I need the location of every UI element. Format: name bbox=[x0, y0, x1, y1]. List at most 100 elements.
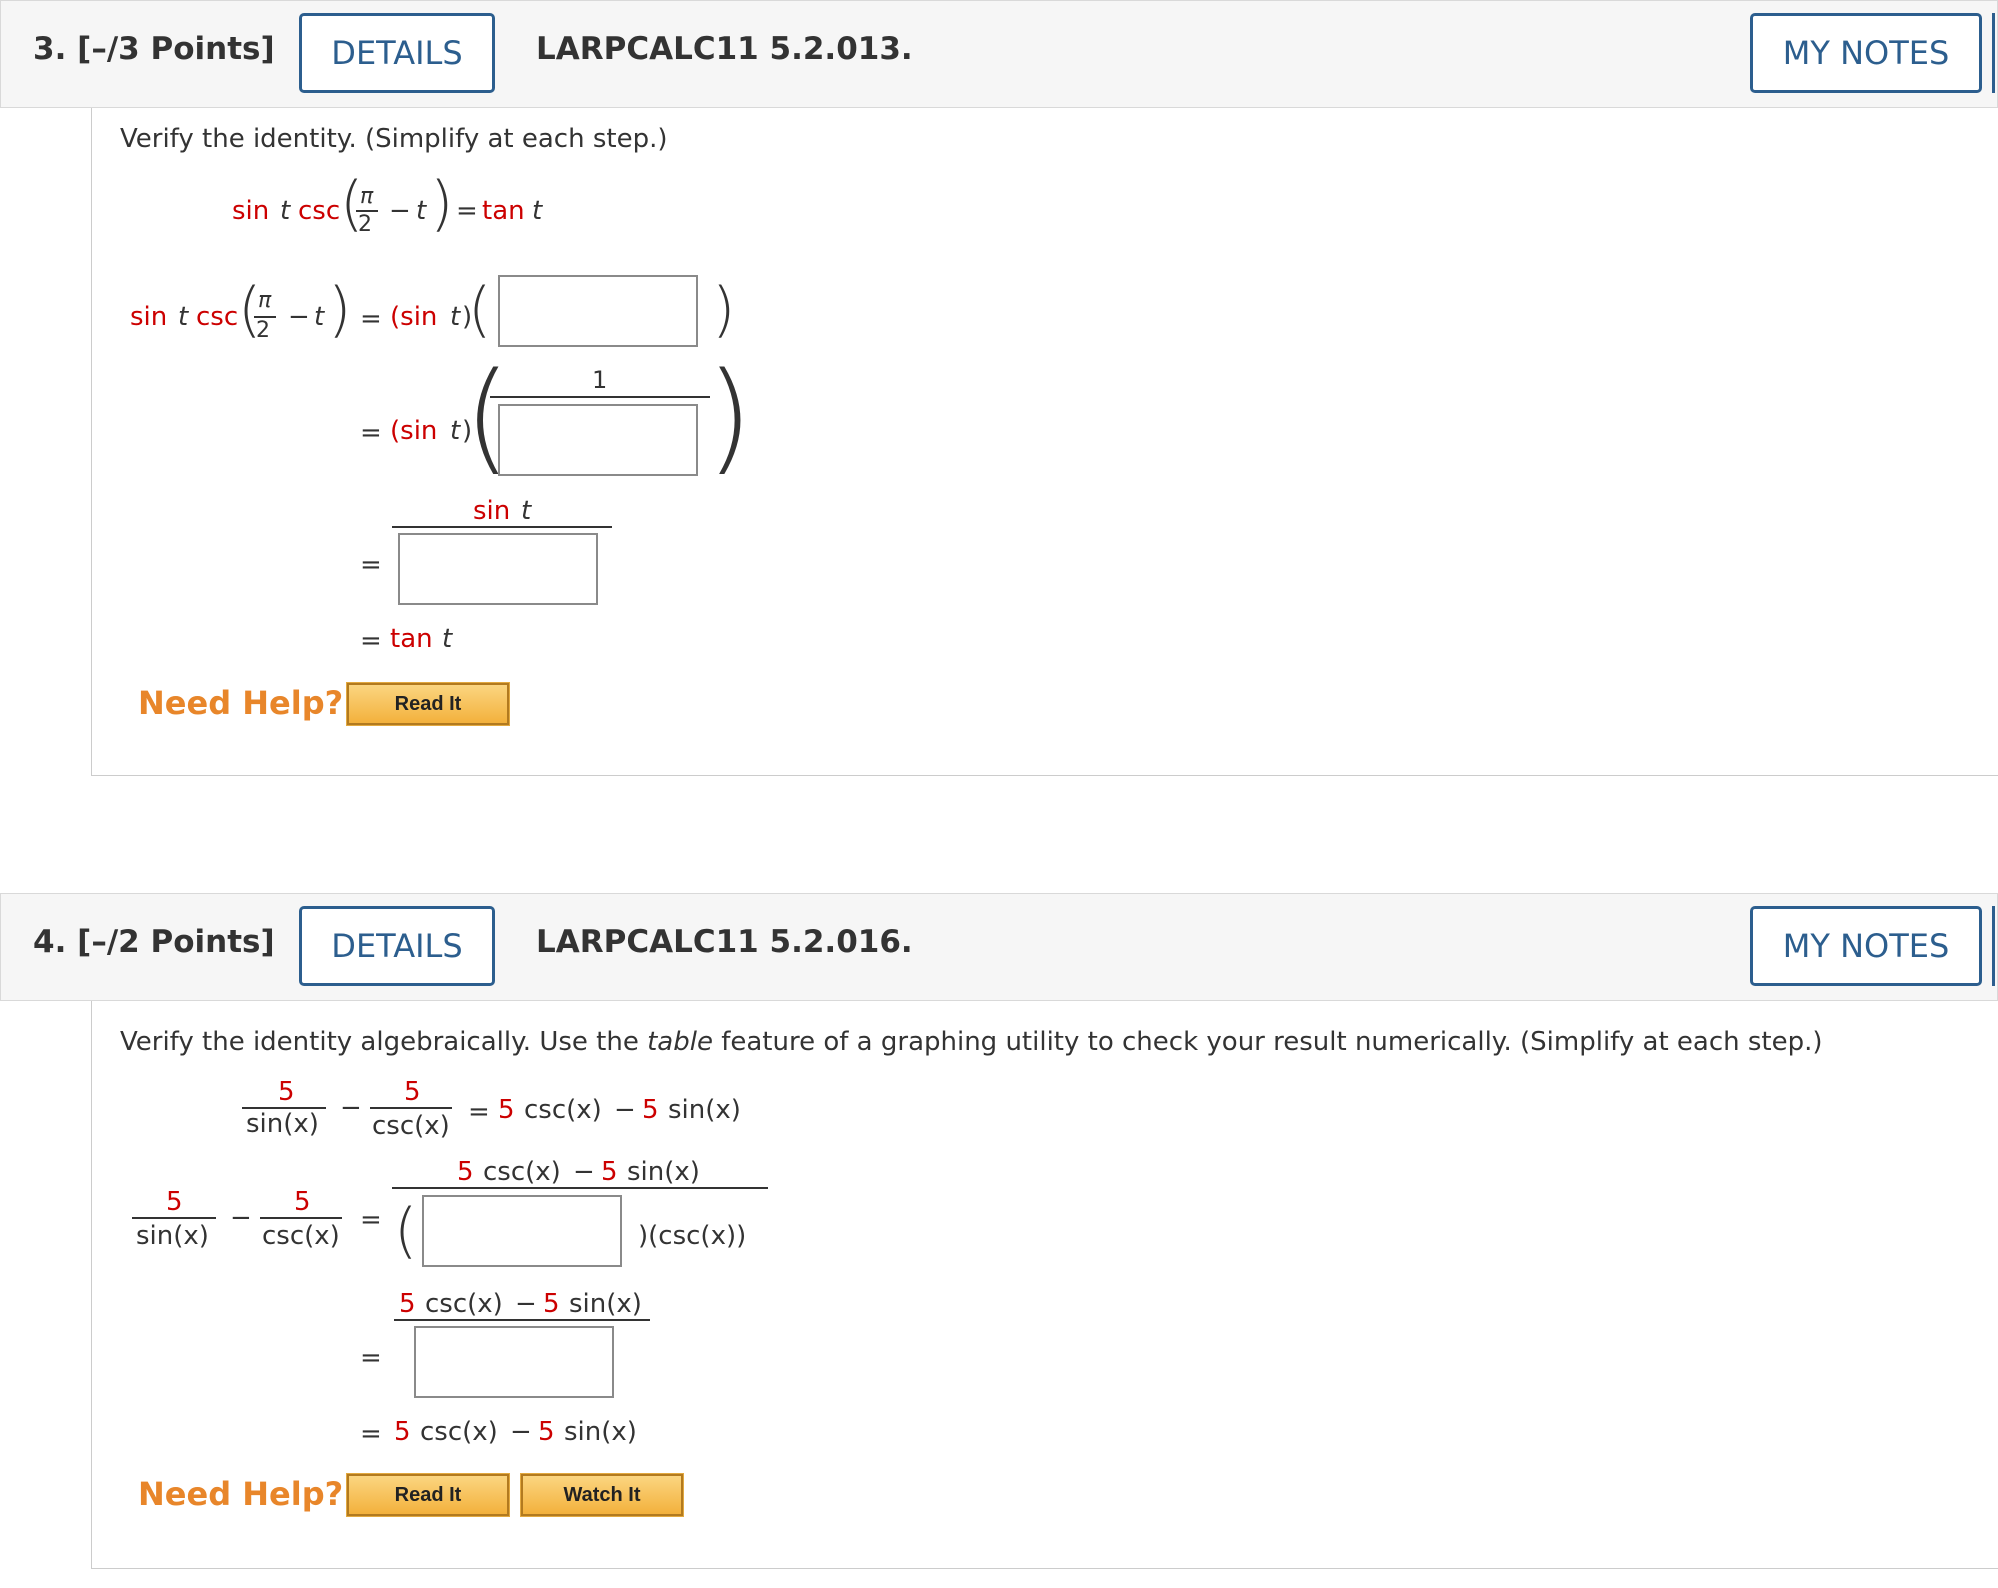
q4-s1-num-5a: 5 bbox=[457, 1157, 474, 1187]
q4-id-minus: − bbox=[340, 1093, 362, 1123]
q3-answer-2[interactable] bbox=[498, 404, 698, 476]
q4-s1-lhs-fracbar-a bbox=[132, 1217, 216, 1219]
q3-body: Verify the identity. (Simplify at each s… bbox=[91, 108, 1998, 776]
q4-my-notes-button[interactable]: MY NOTES bbox=[1750, 906, 1982, 986]
q3-my-notes-button[interactable]: MY NOTES bbox=[1750, 13, 1982, 93]
q3-s1-box-rparen: ) bbox=[712, 275, 736, 345]
q3-id-rparen: ) bbox=[430, 169, 454, 239]
q3-header: 3. [–/3 Points] DETAILS LARPCALC11 5.2.0… bbox=[0, 0, 1998, 108]
q4-s2-fracbar bbox=[394, 1319, 650, 1321]
q4-s1-lparen: ( bbox=[394, 1196, 418, 1266]
q3-need-help: Need Help? bbox=[138, 684, 344, 722]
q4-s2-eq: = bbox=[360, 1343, 382, 1373]
q4-need-help: Need Help? bbox=[138, 1475, 344, 1513]
q4-s2-num-sin: sin(x) bbox=[569, 1289, 642, 1319]
q3-s1-lparen: ( bbox=[238, 275, 262, 345]
q3-s3-sin: sin bbox=[473, 496, 511, 526]
q3-s4-t: t bbox=[442, 624, 453, 654]
q4-read-it-button[interactable]: Read It bbox=[346, 1473, 510, 1517]
q4-s1-num-minus: − bbox=[573, 1157, 595, 1187]
q4-id-five-a: 5 bbox=[278, 1077, 295, 1107]
q4-s1-eq: = bbox=[360, 1205, 382, 1235]
q4-s2-num-5b: 5 bbox=[543, 1289, 560, 1319]
q4-s1-num-sin: sin(x) bbox=[627, 1157, 700, 1187]
q4-s1-lhs-fracbar-b bbox=[260, 1217, 342, 1219]
q3-s2-fracbar bbox=[490, 396, 710, 398]
q4-s1-lhs-5b: 5 bbox=[294, 1187, 311, 1217]
q3-s1-rparen: ) bbox=[328, 275, 352, 345]
q3-s2-sint-t: t bbox=[450, 416, 461, 446]
q4-id-eq: = bbox=[468, 1097, 490, 1127]
q4-s1-num-5b: 5 bbox=[601, 1157, 618, 1187]
q3-id-tan: tan bbox=[482, 196, 525, 226]
q3-reference: LARPCALC11 5.2.013. bbox=[536, 31, 913, 67]
q4-id-rhs-minus: − bbox=[614, 1095, 636, 1125]
q3-s2-rparen: ) bbox=[706, 348, 753, 487]
q3-s2-one: 1 bbox=[592, 366, 608, 394]
q3-id-csc: csc bbox=[298, 196, 341, 226]
q3-s1-minus: − bbox=[288, 302, 310, 332]
q3-s1-sint-close: ) bbox=[462, 302, 473, 332]
q3-id-t: t bbox=[280, 196, 291, 226]
q3-id-fracbar bbox=[356, 210, 378, 212]
q3-s1-eq: = bbox=[360, 304, 382, 334]
q3-id-t2: t bbox=[416, 196, 427, 226]
q3-s3-eq: = bbox=[360, 550, 382, 580]
q4-s2-num-minus: − bbox=[515, 1289, 537, 1319]
q4-id-fracbar-b bbox=[370, 1107, 452, 1109]
q4-prompt: Verify the identity algebraically. Use t… bbox=[120, 1027, 1823, 1057]
q3-s1-sint-t: t bbox=[450, 302, 461, 332]
q3-s2-sint-close: ) bbox=[462, 416, 473, 446]
q4-id-rhs-5a: 5 bbox=[498, 1095, 515, 1125]
q3-id-t3: t bbox=[532, 196, 543, 226]
q3-read-it-button[interactable]: Read It bbox=[346, 682, 510, 726]
q3-id-eq: = bbox=[456, 196, 478, 226]
q3-s1-csc: csc bbox=[196, 302, 239, 332]
q4-answer-2[interactable] bbox=[414, 1326, 614, 1398]
q4-details-button[interactable]: DETAILS bbox=[299, 906, 495, 986]
q4-s1-lhs-minus: − bbox=[230, 1203, 252, 1233]
q4-answer-1[interactable] bbox=[422, 1195, 622, 1267]
q4-id-five-b: 5 bbox=[404, 1077, 421, 1107]
q4-s3-minus: − bbox=[510, 1417, 532, 1447]
q3-answer-3[interactable] bbox=[398, 533, 598, 605]
q4-id-cscx: csc(x) bbox=[372, 1111, 450, 1141]
q4-s1-cscpart: )(csc(x)) bbox=[638, 1221, 747, 1251]
q4-s1-lhs-cscx: csc(x) bbox=[262, 1221, 340, 1251]
q4-body: Verify the identity algebraically. Use t… bbox=[91, 1001, 1998, 1569]
q4-s1-lhs-5a: 5 bbox=[166, 1187, 183, 1217]
q3-s4-eq: = bbox=[360, 626, 382, 656]
q3-s2-eq: = bbox=[360, 418, 382, 448]
q4-id-rhs-csc: csc(x) bbox=[524, 1095, 602, 1125]
q3-s1-sint: (sin bbox=[390, 302, 438, 332]
q3-s4-tan: tan bbox=[390, 624, 433, 654]
q3-s1-pi: π bbox=[258, 288, 272, 313]
q3-title: 3. [–/3 Points] bbox=[33, 31, 275, 67]
q4-id-rhs-sin: sin(x) bbox=[668, 1095, 741, 1125]
q4-s3-csc: csc(x) bbox=[420, 1417, 498, 1447]
q4-watch-it-button[interactable]: Watch It bbox=[520, 1473, 684, 1517]
q4-s3-5b: 5 bbox=[538, 1417, 555, 1447]
q4-reference: LARPCALC11 5.2.016. bbox=[536, 924, 913, 960]
q3-s3-t: t bbox=[521, 496, 532, 526]
q4-s2-num-csc: csc(x) bbox=[425, 1289, 503, 1319]
q3-s1-fracbar bbox=[254, 316, 276, 318]
q4-edge bbox=[1992, 906, 1995, 986]
q3-id-pi: π bbox=[360, 184, 374, 209]
q4-title: 4. [–/2 Points] bbox=[33, 924, 275, 960]
q4-id-rhs-5b: 5 bbox=[642, 1095, 659, 1125]
q4-header: 4. [–/2 Points] DETAILS LARPCALC11 5.2.0… bbox=[0, 893, 1998, 1001]
q3-details-button[interactable]: DETAILS bbox=[299, 13, 495, 93]
q3-edge bbox=[1992, 13, 1995, 93]
q3-answer-1[interactable] bbox=[498, 275, 698, 347]
q3-s3-fracbar bbox=[392, 526, 612, 528]
q4-s1-lhs-sinx: sin(x) bbox=[136, 1221, 209, 1251]
q3-s1-t2: t bbox=[314, 302, 325, 332]
q3-id-sin: sin bbox=[232, 196, 270, 226]
q3-s1-sin: sin bbox=[130, 302, 168, 332]
q3-prompt: Verify the identity. (Simplify at each s… bbox=[120, 124, 668, 154]
q4-s1-num-csc: csc(x) bbox=[483, 1157, 561, 1187]
q3-id-two: 2 bbox=[358, 212, 372, 237]
q3-id-minus: − bbox=[389, 196, 411, 226]
q3-id-lparen: ( bbox=[340, 169, 364, 239]
